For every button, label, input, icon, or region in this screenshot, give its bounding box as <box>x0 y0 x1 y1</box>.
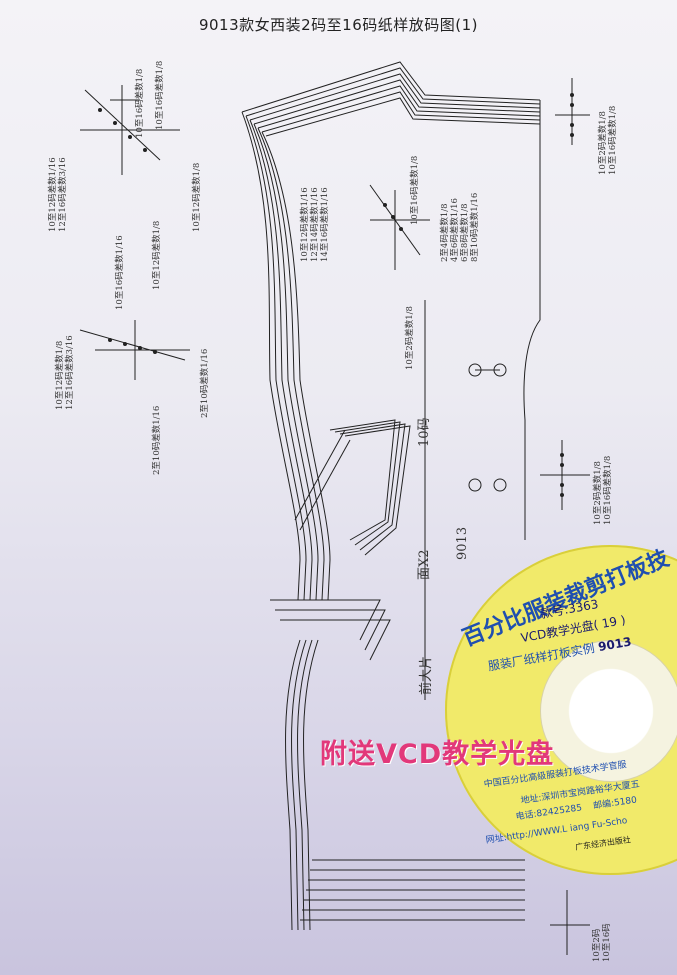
grade-note: 10至16码差数1/8 <box>155 60 165 130</box>
grade-note: 10至12码差数1/8 <box>192 162 202 232</box>
promo-banner: 附送VCD教学光盘 <box>320 739 555 770</box>
disc-publisher: 广东经济出版社 <box>574 835 632 852</box>
grade-note: 10至12码差数1/8 <box>152 220 162 290</box>
grade-note: 10至2码差数1/8 <box>405 306 415 370</box>
piece-name: 前大片 <box>419 655 434 695</box>
page-title: 9013款女西装2码至16码纸样放码图(1) <box>198 16 479 34</box>
disc-hub <box>540 640 677 782</box>
size-label: 10码 <box>417 417 432 447</box>
grade-note: 2至10码差数1/16 <box>200 348 210 418</box>
grade-note: 10至16码差数1/8 <box>135 68 145 138</box>
grade-note: 10至16码差数1/8 <box>410 155 420 225</box>
grade-note: 2至10码差数1/16 <box>152 405 162 475</box>
style-number: 9013 <box>455 526 470 560</box>
grade-note: 10至16码差数1/16 <box>115 235 125 310</box>
piece-count: 面X2 <box>417 549 432 580</box>
